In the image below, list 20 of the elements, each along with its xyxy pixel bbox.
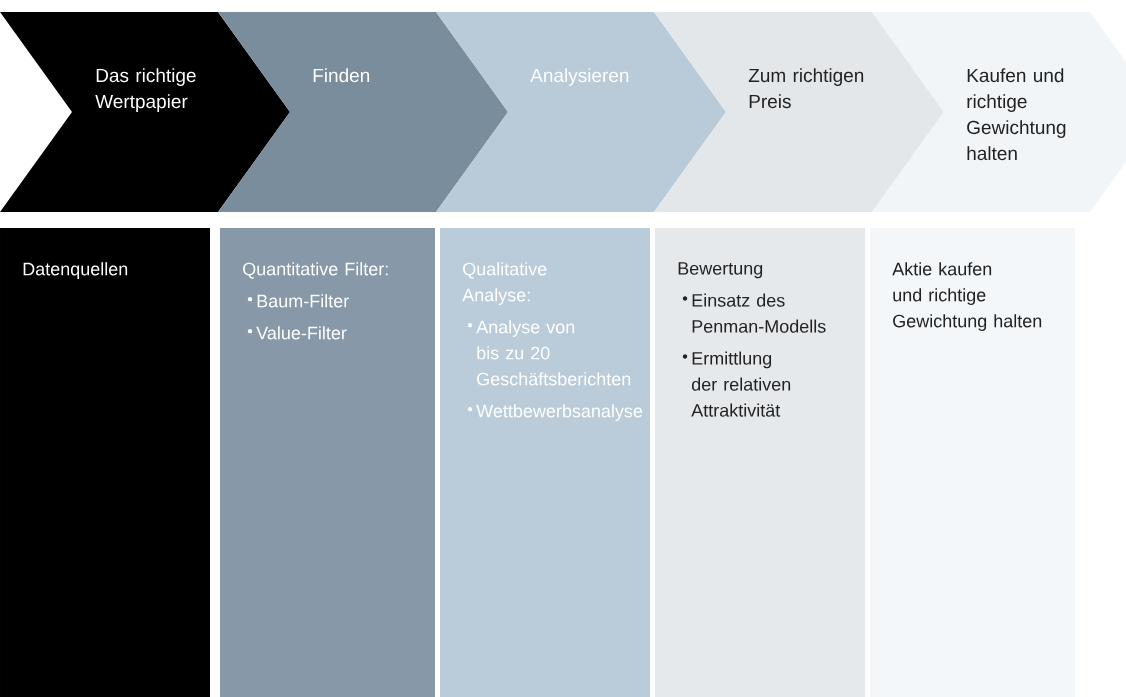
chevron-step: Analysieren <box>436 12 726 212</box>
column-heading: Aktie kaufen und richtige Gewichtung halten <box>892 262 1042 331</box>
column-heading: Quantitative Filter: <box>243 262 388 279</box>
chevron-step: Das richtige Wertpapier <box>0 12 290 212</box>
bullet-item: Wettbewerbsanalyse <box>467 404 643 421</box>
column-heading: Bewertung <box>678 262 763 279</box>
chevron-step: Zum richtigen Preis <box>654 12 944 212</box>
column-panel <box>220 228 435 697</box>
chevron-step: Kaufen und richtige Gewichtung halten <box>872 12 1126 212</box>
bullet-item: Analyse von bis zu 20 Geschäftsberichten <box>467 320 631 386</box>
bullet-item: Ermittlung der relativen Attraktivität <box>682 351 791 417</box>
column-panel <box>440 228 650 697</box>
bullet-item: Value-Filter <box>247 326 347 340</box>
bullet-item: Baum-Filter <box>247 294 349 308</box>
chevron-step: Finden <box>218 12 508 212</box>
column-panel <box>0 228 210 697</box>
bullet-item: Einsatz des Penman-Modells <box>682 293 826 333</box>
column-heading: Qualitative Analyse: <box>462 262 547 305</box>
column-heading: Datenquellen <box>23 262 128 279</box>
column-panel <box>655 228 865 697</box>
